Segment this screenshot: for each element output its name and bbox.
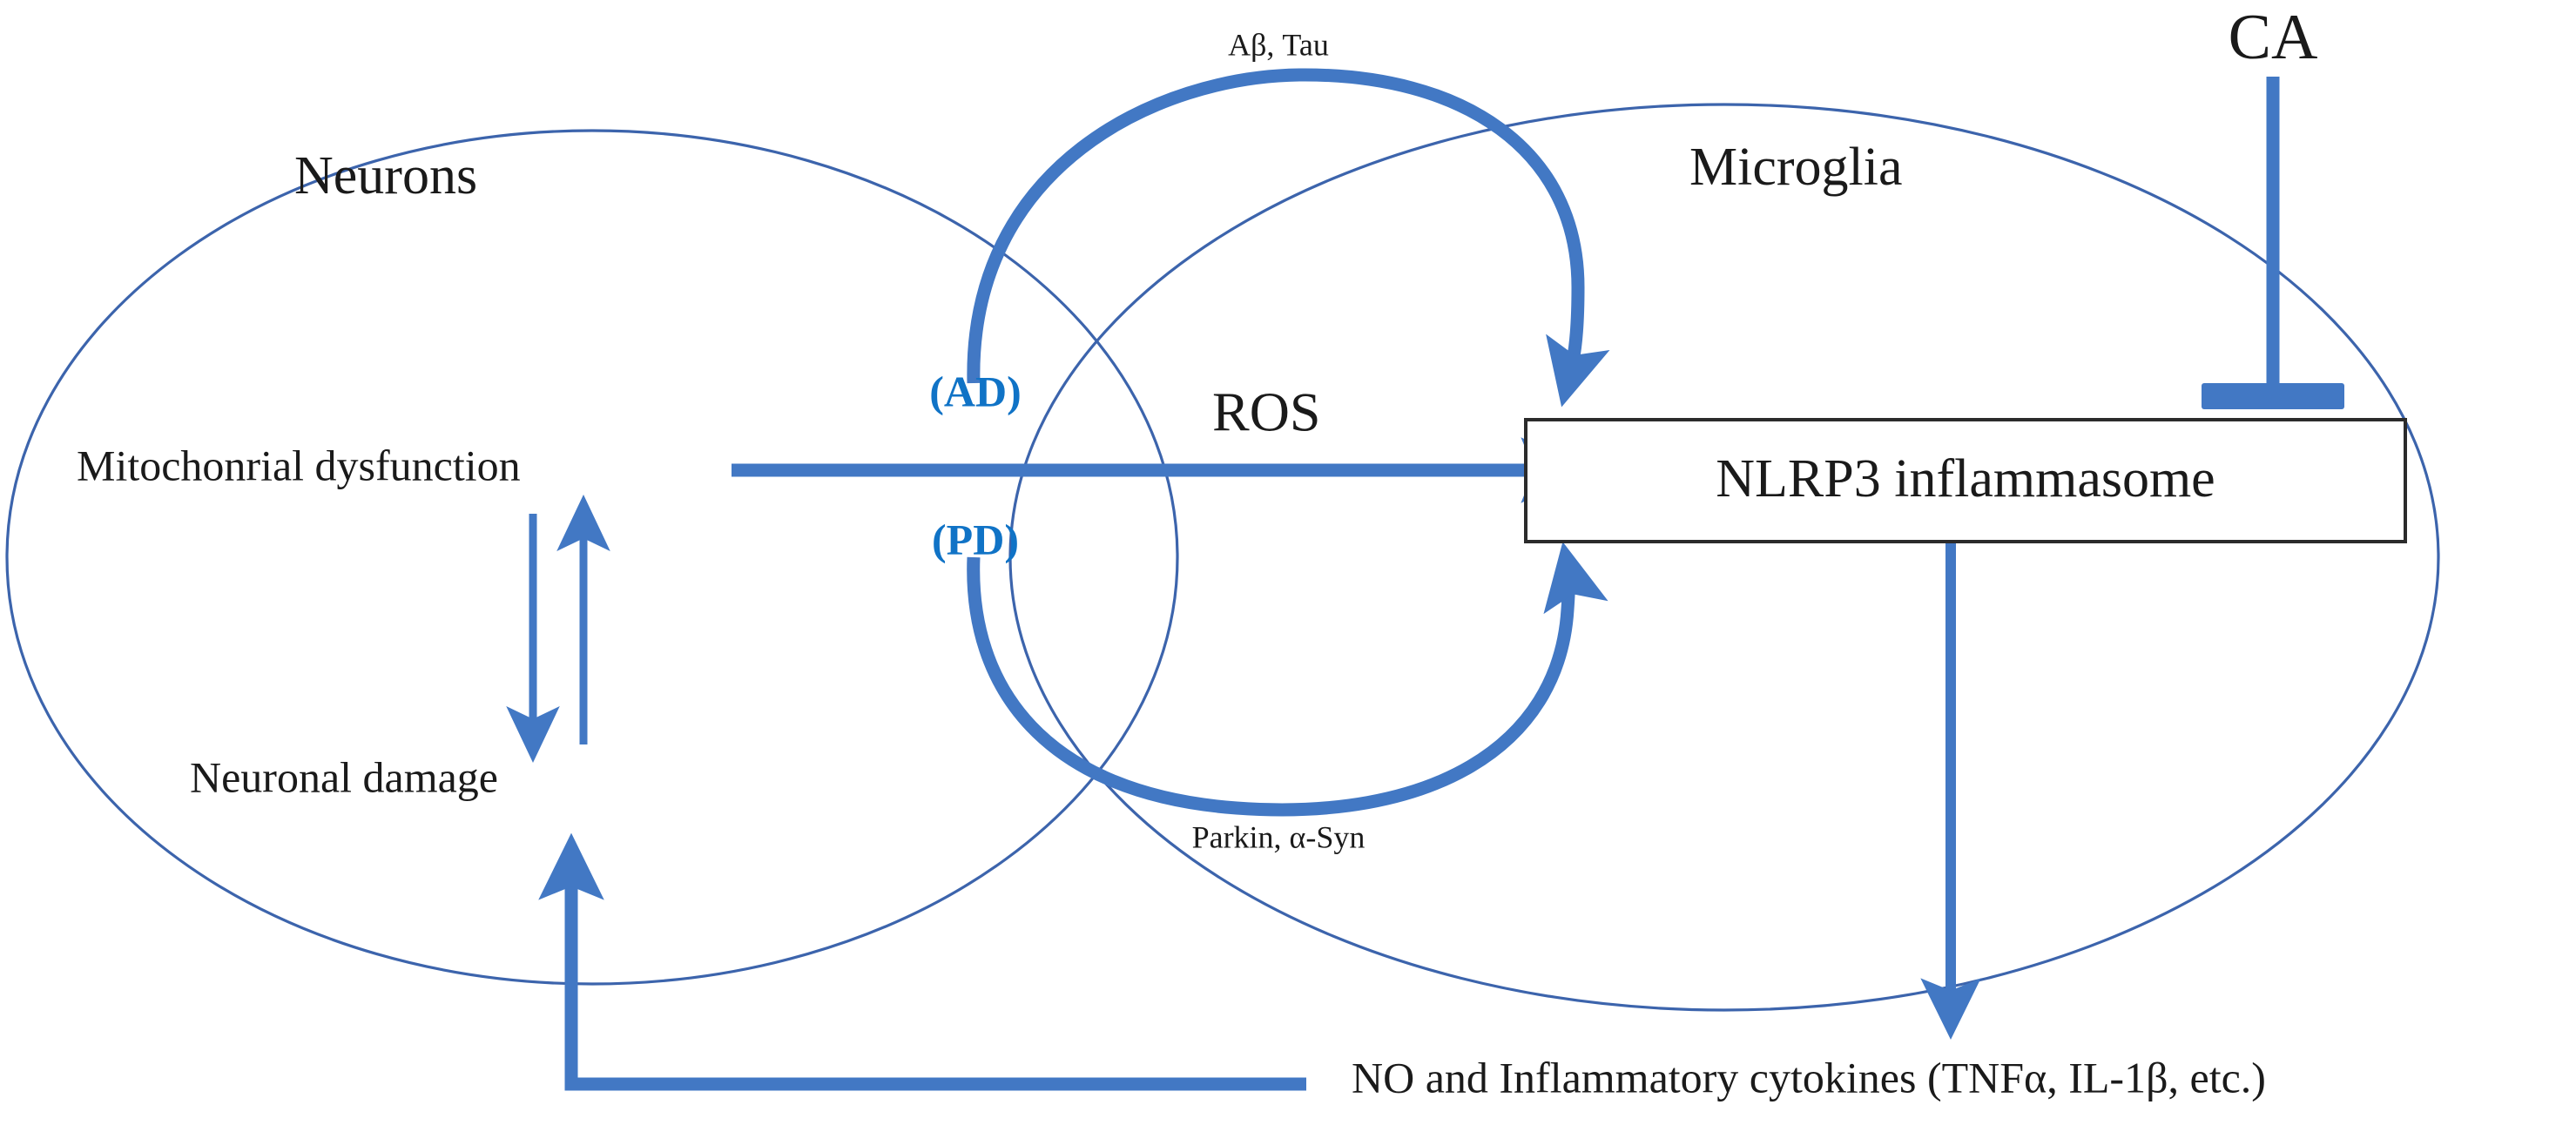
ab-tau-arc-label: Aβ, Tau xyxy=(1228,27,1329,62)
nlrp3-inflammasome-label: NLRP3 inflammasome xyxy=(1716,449,2215,509)
cytokines-to-damage-feedback-arrow xyxy=(538,832,1306,1091)
ros-label: ROS xyxy=(1212,381,1321,443)
nlrp3-inflammasome-box xyxy=(1524,418,2407,543)
neurons-cell-ellipse xyxy=(5,129,1179,986)
neurons-cell-label: Neurons xyxy=(294,146,477,205)
parkin-asyn-arc-label: Parkin, α-Syn xyxy=(1192,819,1366,854)
ca-inhibition-tbar-icon xyxy=(2202,383,2344,409)
ad-pathway-arc xyxy=(967,68,1610,408)
cytokines-label: NO and Inflammatory cytokines (TNFα, IL-… xyxy=(1352,1053,2266,1101)
microglia-cell-label: Microglia xyxy=(1689,138,1903,197)
pd-label: (PD) xyxy=(932,515,1019,563)
neuronal-damage-label: Neuronal damage xyxy=(190,752,498,801)
microglia-cell-ellipse xyxy=(1008,103,2440,1012)
pd-pathway-arc xyxy=(967,542,1608,817)
mitochondrial-dysfunction-label: Mitochonrial dysfunction xyxy=(77,441,521,489)
ad-label: (AD) xyxy=(929,367,1022,415)
ca-label: CA xyxy=(2229,2,2318,73)
